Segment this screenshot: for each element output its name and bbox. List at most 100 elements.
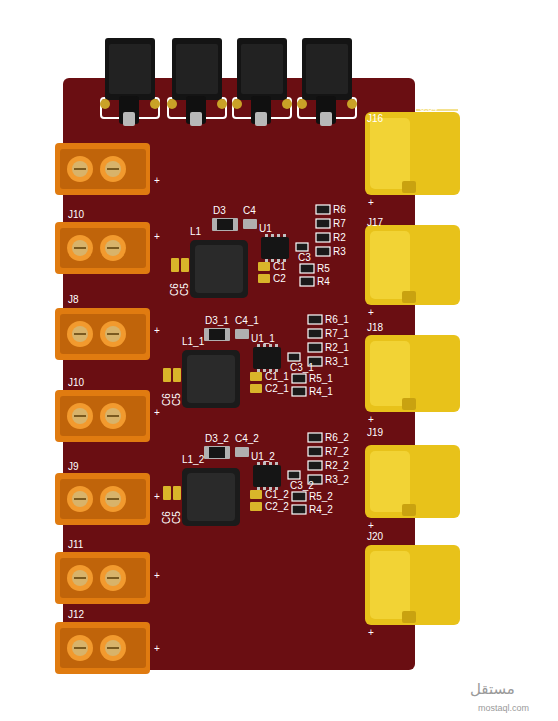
ic-pin xyxy=(265,259,268,262)
inductor xyxy=(182,468,240,526)
ic-pin xyxy=(269,344,272,347)
part-label: U1_2 xyxy=(251,452,275,462)
terminal-screw xyxy=(72,161,88,177)
screw-slot xyxy=(107,415,119,417)
terminal-screw-hole xyxy=(100,635,126,661)
ic-pin xyxy=(257,487,260,490)
diode-pads xyxy=(212,218,238,231)
capacitor-c6 xyxy=(163,486,171,500)
part-label: L1_1 xyxy=(182,337,204,347)
screw-slot xyxy=(74,168,86,170)
terminal-screw-hole xyxy=(67,235,93,261)
xt-latch xyxy=(402,611,416,623)
polarity-mark: + xyxy=(154,644,160,654)
part-label: D3_2 xyxy=(205,434,229,444)
part-label: C6 xyxy=(162,511,172,524)
xt-latch xyxy=(402,181,416,193)
terminal-screw xyxy=(72,408,88,424)
capacitor xyxy=(258,274,270,283)
xt-face xyxy=(370,341,410,406)
resistor xyxy=(300,264,314,273)
ic-pin xyxy=(275,462,278,465)
resistor xyxy=(308,315,322,324)
ic-pin xyxy=(257,344,260,347)
terminal-face xyxy=(60,314,146,354)
dc-jack-face xyxy=(109,44,151,94)
terminal-block xyxy=(55,473,150,525)
capacitor xyxy=(250,384,262,393)
part-label: R2_1 xyxy=(325,343,349,353)
diode-pads xyxy=(204,328,230,341)
part-label: C3_1 xyxy=(290,363,314,373)
jack-pin xyxy=(320,112,332,126)
dc-jack xyxy=(172,38,222,100)
terminal-screw xyxy=(105,570,121,586)
resistor xyxy=(308,461,322,470)
xt-latch xyxy=(402,291,416,303)
part-label: R4_1 xyxy=(309,387,333,397)
part-label: C1 xyxy=(273,262,286,272)
dimension-text: 0.84 xyxy=(420,104,438,113)
xt-latch xyxy=(402,398,416,410)
inductor-top xyxy=(187,473,235,521)
screw-slot xyxy=(74,247,86,249)
xt-connector xyxy=(365,445,460,518)
dc-jack-face xyxy=(306,44,348,94)
terminal-screw xyxy=(105,240,121,256)
screw-slot xyxy=(74,577,86,579)
polarity-mark: + xyxy=(368,628,374,638)
jack-tab xyxy=(150,99,160,109)
terminal-screw xyxy=(105,161,121,177)
screw-slot xyxy=(107,168,119,170)
terminal-screw-hole xyxy=(67,565,93,591)
capacitor-c3 xyxy=(288,353,300,361)
terminal-screw-hole xyxy=(67,321,93,347)
jack-pin xyxy=(255,112,267,126)
part-label: C5 xyxy=(180,283,190,296)
part-label: J18 xyxy=(367,323,383,333)
part-label: U1_1 xyxy=(251,334,275,344)
part-label: R6 xyxy=(333,205,346,215)
part-label: R6_2 xyxy=(325,433,349,443)
terminal-screw xyxy=(105,491,121,507)
part-label: C6 xyxy=(162,393,172,406)
ic-pin xyxy=(257,462,260,465)
part-label: D3_1 xyxy=(205,316,229,326)
xt-connector xyxy=(365,335,460,412)
polarity-mark: + xyxy=(154,232,160,242)
jack-tab xyxy=(282,99,292,109)
part-label: C4_2 xyxy=(235,434,259,444)
screw-slot xyxy=(107,577,119,579)
part-label: C2_2 xyxy=(265,502,289,512)
resistor xyxy=(316,219,330,228)
resistor xyxy=(308,447,322,456)
screw-slot xyxy=(74,333,86,335)
terminal-screw xyxy=(105,326,121,342)
terminal-block xyxy=(55,552,150,604)
part-label: C2_1 xyxy=(265,384,289,394)
ic-pin xyxy=(265,234,268,237)
screw-slot xyxy=(74,415,86,417)
inductor xyxy=(190,240,248,298)
diode xyxy=(209,447,225,458)
xt-face xyxy=(370,118,410,189)
part-label: J10 xyxy=(68,378,84,388)
jack-pin xyxy=(123,112,135,126)
part-label: J16 xyxy=(367,114,383,124)
dc-jack-face xyxy=(176,44,218,94)
capacitor-c3 xyxy=(288,471,300,479)
part-label: R4 xyxy=(317,277,330,287)
terminal-face xyxy=(60,558,146,598)
ic-pin xyxy=(275,344,278,347)
diode xyxy=(209,329,225,340)
dc-jack xyxy=(105,38,155,100)
capacitor xyxy=(250,490,262,499)
part-label: R2_2 xyxy=(325,461,349,471)
part-label: J9 xyxy=(68,462,79,472)
terminal-screw xyxy=(72,640,88,656)
terminal-face xyxy=(60,628,146,668)
part-label: D3 xyxy=(213,206,226,216)
part-label: J20 xyxy=(367,532,383,542)
jack-tab xyxy=(232,99,242,109)
capacitor-c5 xyxy=(173,368,181,382)
